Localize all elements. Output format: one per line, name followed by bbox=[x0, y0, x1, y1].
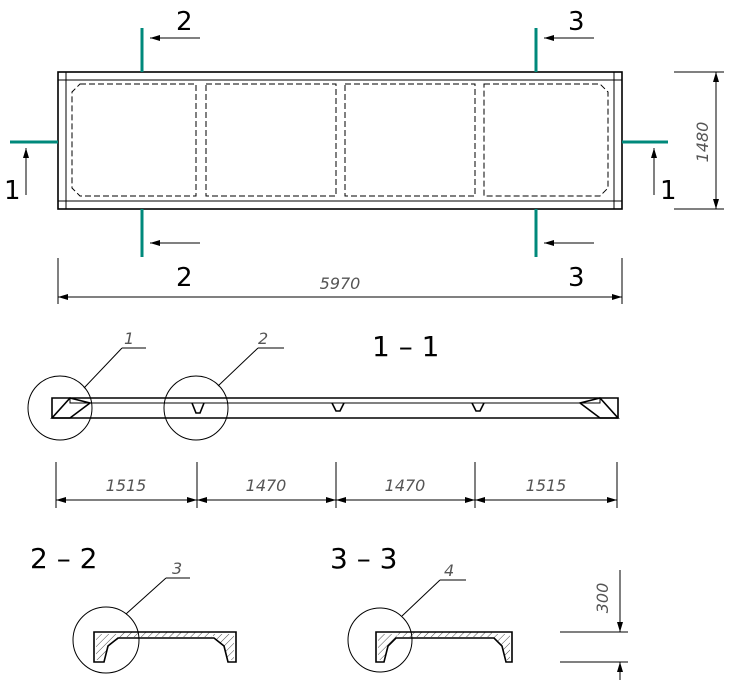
profile-3-3-hatch-left bbox=[378, 634, 398, 660]
callout-circle-4 bbox=[347, 607, 413, 673]
callout-3: 3 bbox=[172, 559, 182, 578]
leader-3 bbox=[125, 577, 167, 615]
corner-detail bbox=[57, 71, 67, 81]
cut-label-3-top: 3 bbox=[568, 7, 585, 37]
callout-circle-3 bbox=[72, 606, 140, 674]
dim-seg-1: 1515 bbox=[106, 476, 147, 495]
panel-outline bbox=[57, 71, 623, 210]
plan-view: 1 1 2 2 3 3 5970 1480 bbox=[4, 7, 724, 304]
leader-4 bbox=[401, 579, 441, 617]
rib-cell-4 bbox=[483, 83, 609, 197]
profile-2-2-hatch-left bbox=[96, 634, 120, 660]
callout-circle-2 bbox=[163, 375, 229, 441]
callout-1: 1 bbox=[124, 329, 134, 348]
rib-cell-3 bbox=[344, 83, 476, 197]
section-2-2: 2 – 2 3 bbox=[30, 542, 237, 674]
inner-rib-3 bbox=[471, 402, 485, 412]
profile-2-2-hatch-right bbox=[212, 634, 234, 660]
dim-height: 300 bbox=[593, 583, 612, 614]
edge-rib-right bbox=[578, 397, 620, 419]
profile-3-3-hatch-top bbox=[398, 632, 492, 637]
section-1-1: 1 – 1 1 2 1515 1470 bbox=[27, 329, 620, 508]
rib-cell-2 bbox=[205, 83, 337, 197]
cut-label-3-bottom: 3 bbox=[568, 263, 585, 293]
corner-detail bbox=[57, 200, 67, 210]
dim-width: 1480 bbox=[693, 122, 712, 163]
corner-detail bbox=[613, 71, 623, 81]
leader-2 bbox=[217, 347, 259, 387]
corner-detail bbox=[613, 200, 623, 210]
profile-2-2-hatch-top bbox=[120, 632, 212, 637]
inner-rib-2 bbox=[331, 402, 345, 412]
rib-cell-1 bbox=[71, 83, 197, 197]
cut-label-1-right: 1 bbox=[660, 176, 677, 206]
leader-1 bbox=[83, 347, 123, 389]
section-3-3-title: 3 – 3 bbox=[330, 542, 397, 575]
section-1-1-title: 1 – 1 bbox=[372, 330, 439, 363]
slab-hatch bbox=[69, 397, 601, 404]
dim-length: 5970 bbox=[320, 274, 361, 293]
callout-2: 2 bbox=[258, 329, 268, 348]
edge-rib-left bbox=[50, 397, 92, 419]
dim-seg-2: 1470 bbox=[246, 476, 287, 495]
profile-3-3-hatch-right bbox=[492, 634, 510, 660]
inner-rib-1 bbox=[191, 402, 205, 414]
dim-seg-3: 1470 bbox=[385, 476, 426, 495]
dim-seg-4: 1515 bbox=[526, 476, 567, 495]
cut-label-1-left: 1 bbox=[4, 176, 21, 206]
section-2-2-title: 2 – 2 bbox=[30, 542, 97, 575]
cut-label-2-bottom: 2 bbox=[176, 263, 193, 293]
panel-inner-outline bbox=[65, 79, 615, 202]
section-3-3: 3 – 3 4 300 bbox=[330, 542, 628, 680]
callout-4: 4 bbox=[444, 561, 454, 580]
cut-label-2-top: 2 bbox=[176, 7, 193, 37]
callout-circle-1 bbox=[27, 375, 93, 441]
